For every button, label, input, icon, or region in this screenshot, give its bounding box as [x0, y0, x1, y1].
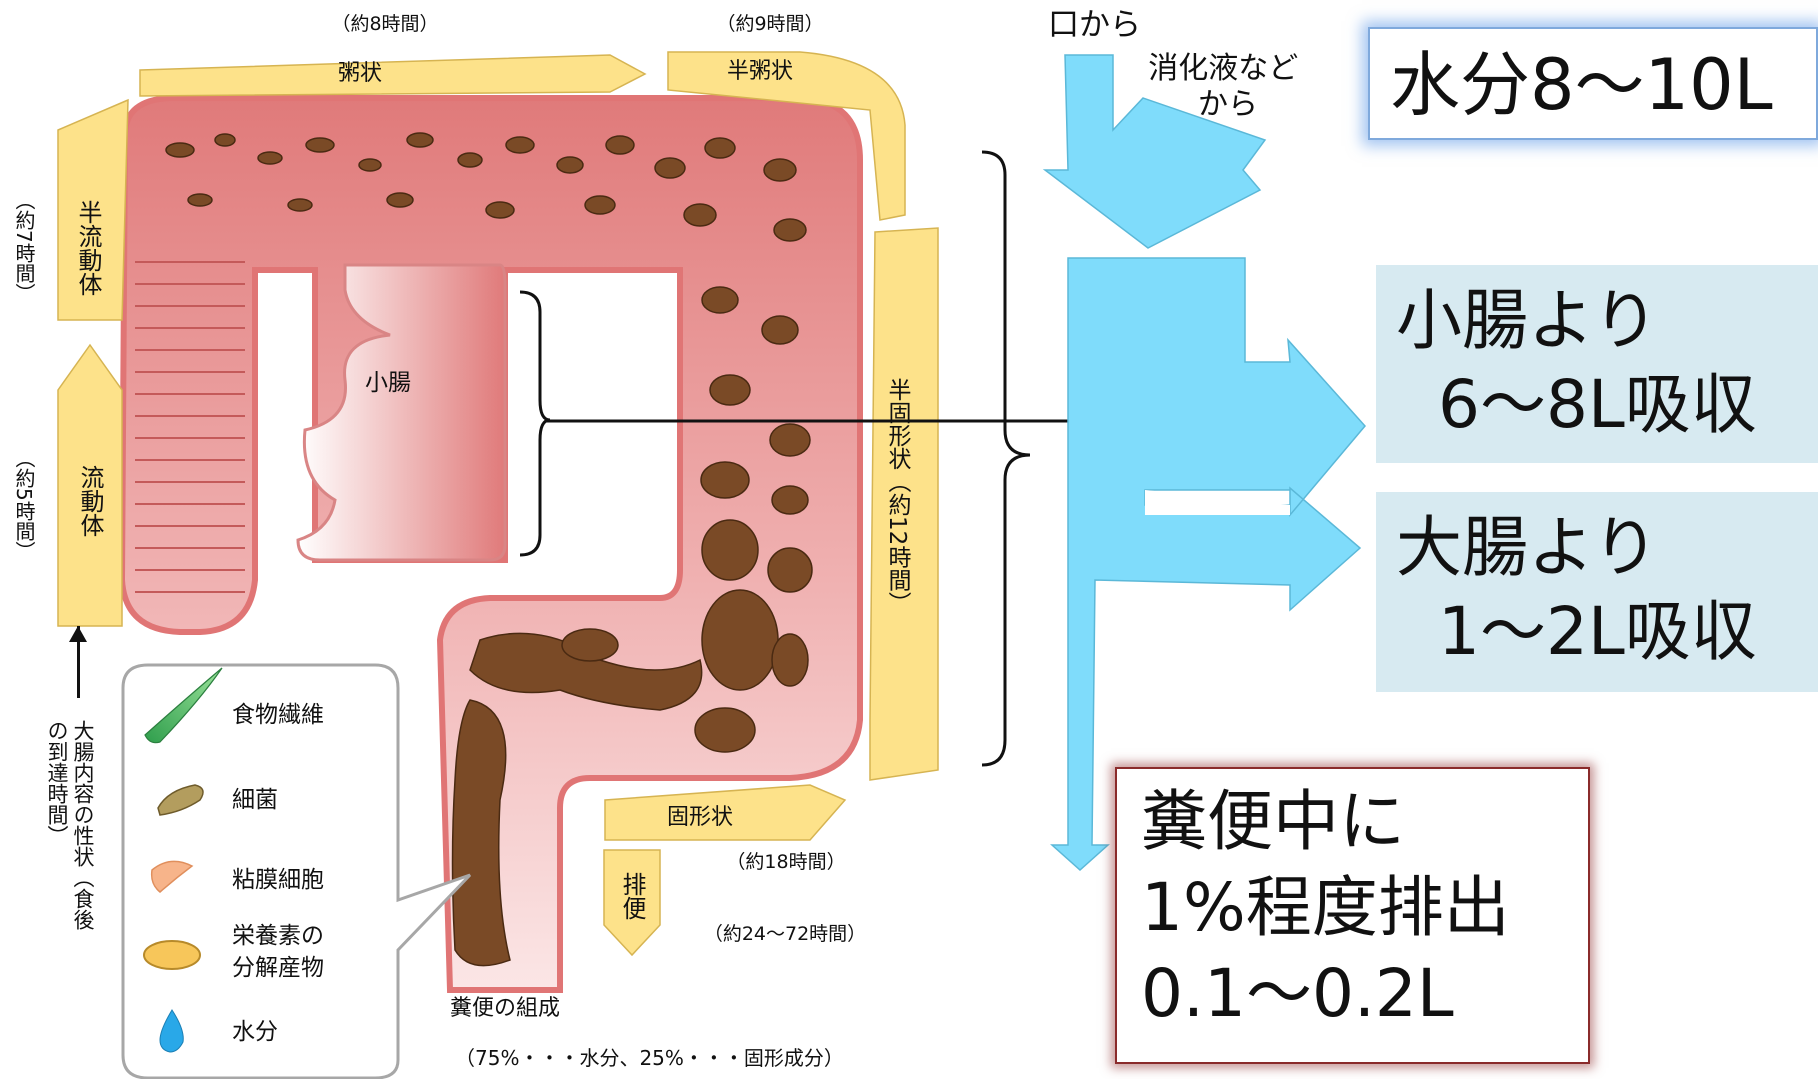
legend-label-fiber: 食物繊維	[232, 702, 324, 728]
small-intestine: 小腸	[296, 263, 507, 562]
semi-gruel-arrow	[667, 51, 906, 221]
composition-detail: （75%・・・水分、25%・・・固形成分）	[455, 1046, 844, 1070]
legend-label-bacteria: 細菌	[232, 787, 278, 813]
from-digestive-label: 消化液など から	[1148, 51, 1308, 122]
time-fluid: （約5時間）	[12, 448, 36, 561]
time-excretion: （約24〜72時間）	[704, 923, 866, 945]
fluid-arrow	[57, 343, 123, 627]
time-top-right: （約9時間）	[716, 13, 823, 35]
from-digestive-line1: 消化液など	[1148, 51, 1298, 86]
large-intestine-absorption-box: 大腸より 1〜2L吸収	[1376, 492, 1818, 692]
semi-fluid-label: 半流動体	[74, 200, 102, 296]
time-semi-fluid: （約7時間）	[12, 190, 36, 303]
composition-title: 糞便の組成	[450, 996, 561, 1021]
legend-label-nutrient: 栄養素の分解産物	[232, 923, 324, 981]
stool-lumps	[165, 132, 813, 967]
mouth-intake-arrow	[1042, 54, 1267, 249]
from-mouth-label: 口から	[1048, 7, 1141, 43]
fluid-label: 流動体	[76, 465, 104, 537]
from-digestive-line2: から	[1198, 87, 1258, 122]
small-intestine-shape	[296, 263, 507, 562]
state-arrows: 粥状 半粥状 固形状	[57, 51, 939, 957]
small-intestine-label: 小腸	[365, 370, 411, 396]
brackets	[519, 150, 1068, 767]
fiber-icon	[144, 667, 223, 744]
colon-caption: 大腸内容の性状（食後の到達時間）	[45, 720, 95, 930]
small-intestine-absorption-box: 小腸より 6〜8L吸収	[1376, 265, 1818, 463]
nutrient-icon	[143, 940, 201, 970]
bacteria-icon	[157, 784, 204, 816]
notch	[1145, 490, 1290, 515]
time-top-left: （約8時間）	[331, 13, 438, 35]
legend-panel	[121, 663, 472, 1079]
excretion-label: 排便	[618, 872, 646, 920]
solid-arrow	[604, 784, 847, 841]
main-flow-channel	[1050, 257, 1366, 872]
legend-label-water: 水分	[232, 1019, 278, 1045]
feces-line-3: 0.1〜0.2L	[1141, 955, 1454, 1032]
gruel-label: 粥状	[338, 61, 382, 86]
water-total-box: 水分8〜10L	[1368, 27, 1818, 140]
water-drop-icon	[159, 1009, 184, 1053]
water-flow	[1042, 54, 1366, 872]
legend-label-mucosal: 粘膜細胞	[232, 867, 324, 893]
time-solid: （約18時間）	[726, 851, 845, 873]
feces-line-2: 1%程度排出	[1141, 869, 1510, 946]
caption-arrow	[77, 626, 80, 698]
feces-line-1: 糞便中に	[1141, 783, 1405, 860]
excretion-arrow	[603, 849, 661, 957]
semi-gruel-label: 半粥状	[727, 59, 793, 84]
semi-solid-arrow	[869, 227, 939, 781]
semi-solid-label: 半固形状（約12時間）	[884, 378, 910, 615]
semi-fluid-arrow	[57, 98, 129, 321]
fluid-stripes	[135, 261, 245, 593]
solid-label: 固形状	[667, 805, 733, 830]
mucosal-cell-icon	[150, 860, 194, 893]
gruel-arrow	[139, 54, 647, 97]
caption-arrowhead	[69, 626, 87, 642]
feces-excretion-box: 糞便中に 1%程度排出 0.1〜0.2L	[1115, 767, 1590, 1064]
